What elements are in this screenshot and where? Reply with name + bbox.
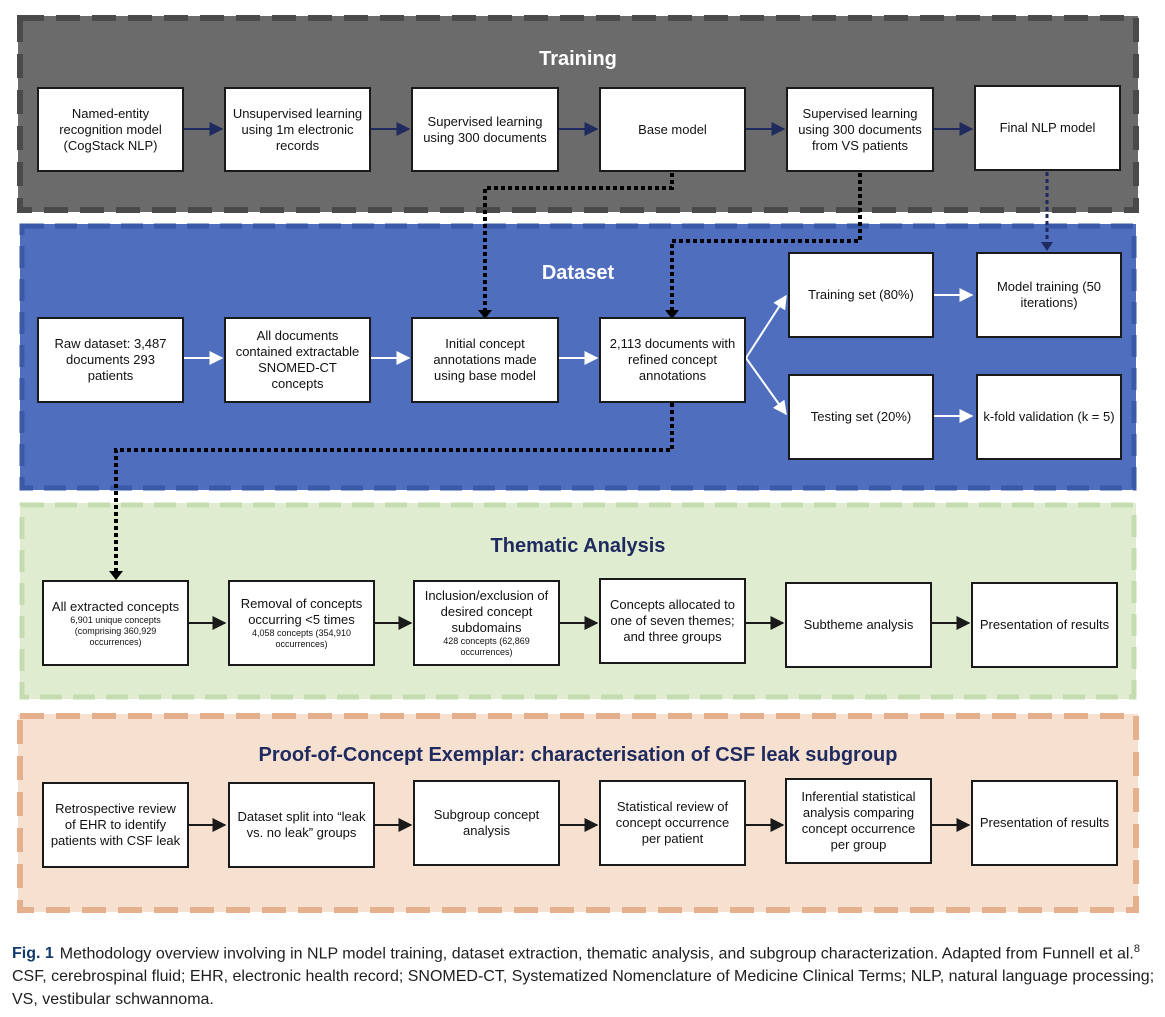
dataset-box-testing-set: Testing set (20%) (788, 374, 934, 460)
training-box-label: Final NLP model (999, 120, 1096, 135)
thematic-box-label: Removal of concepts occurring <5 times (240, 596, 363, 627)
thematic-box-label: All extracted concepts (51, 598, 180, 614)
caption-reference: 8 (1133, 943, 1140, 955)
training-box-supervised-vs: Supervised learning using 300 documents … (786, 87, 934, 172)
training-box-base-model: Base model (599, 87, 746, 172)
thematic-box-inclusion-exclusion: Inclusion/exclusion of desired concept s… (413, 580, 560, 666)
thematic-box-label: Concepts allocated to one of seven theme… (609, 597, 736, 644)
dataset-box-initial-annotations: Initial concept annotations made using b… (411, 317, 559, 403)
dataset-box-label: Initial concept annotations made using b… (433, 336, 537, 383)
figure-label: Fig. 1 (12, 945, 54, 963)
thematic-box-subtheme: Subtheme analysis (785, 582, 932, 668)
poc-box-retrospective-review: Retrospective review of EHR to identify … (42, 782, 189, 868)
dataset-title: Dataset (541, 262, 615, 284)
dataset-box-snomed: All documents contained extractable SNOM… (224, 317, 371, 403)
poc-box-presentation: Presentation of results (971, 780, 1118, 866)
training-box-label: Base model (638, 121, 707, 137)
poc-box-dataset-split: Dataset split into “leak vs. no leak” gr… (228, 782, 375, 868)
thematic-box-label: Subtheme analysis (803, 617, 914, 632)
dataset-box-training-set: Training set (80%) (788, 252, 934, 338)
dataset-box-label: k-fold validation (k = 5) (983, 409, 1115, 424)
poc-box-label: Presentation of results (979, 815, 1110, 830)
thematic-title: Thematic Analysis (490, 535, 666, 557)
training-border (17, 15, 1139, 213)
poc-box-label: Retrospective review of EHR to identify … (50, 801, 181, 848)
dataset-box-label: 2,113 documents with refined concept ann… (609, 336, 736, 383)
dataset-box-label: All documents contained extractable SNOM… (235, 328, 360, 391)
dataset-border (19, 223, 1137, 491)
thematic-box-themes: Concepts allocated to one of seven theme… (599, 578, 746, 664)
training-box-final-model: Final NLP model (974, 85, 1121, 171)
poc-box-statistical-review: Statistical review of concept occurrence… (599, 780, 746, 866)
poc-box-label: Statistical review of concept occurrence… (615, 799, 730, 846)
figure-caption: Fig. 1 Methodology overview involving in … (12, 938, 1157, 1011)
thematic-box-label: Inclusion/exclusion of desired concept s… (424, 588, 549, 635)
poc-panel: Proof-of-Concept Exemplar: characterisat… (18, 714, 1138, 912)
training-box-label: Supervised learning using 300 documents … (798, 105, 922, 153)
dataset-box-raw: Raw dataset: 3,487 documents 293 patient… (37, 317, 184, 403)
poc-box-label: Dataset split into “leak vs. no leak” gr… (237, 809, 366, 840)
thematic-box-label: Presentation of results (979, 617, 1110, 632)
caption-abbreviations: CSF, cerebrospinal fluid; EHR, electroni… (12, 968, 1155, 1009)
training-box-ner-model: Named-entity recognition model (CogStack… (37, 87, 184, 172)
thematic-box-presentation: Presentation of results (971, 582, 1118, 668)
poc-box-label: Inferential statistical analysis compari… (801, 789, 916, 852)
dataset-box-label: Model training (50 iterations) (996, 279, 1102, 310)
dataset-box-label: Training set (80%) (808, 287, 914, 302)
dataset-box-model-training: Model training (50 iterations) (976, 252, 1122, 338)
caption-text: Methodology overview involving in NLP mo… (59, 945, 1134, 963)
dataset-box-refined-annotations: 2,113 documents with refined concept ann… (599, 317, 746, 403)
dataset-box-label: Testing set (20%) (810, 409, 912, 424)
thematic-panel: Thematic Analysis (20, 503, 1136, 699)
training-title: Training (539, 48, 617, 70)
thematic-box-count: 428 concepts (62,869 occurrences) (443, 636, 530, 657)
thematic-box-count: 4,058 concepts (354,910 occurrences) (251, 628, 352, 649)
poc-title: Proof-of-Concept Exemplar: characterisat… (258, 744, 898, 766)
training-box-supervised: Supervised learning using 300 documents (411, 87, 559, 172)
poc-border (17, 713, 1139, 913)
training-box-label: Named-entity recognition model (CogStack… (59, 105, 162, 153)
thematic-box-count: 6,901 unique concepts (comprising 360,92… (70, 614, 161, 647)
training-box-label: Unsupervised learning using 1m electroni… (232, 105, 363, 153)
training-box-unsupervised: Unsupervised learning using 1m electroni… (224, 87, 371, 172)
dataset-box-kfold: k-fold validation (k = 5) (976, 374, 1122, 460)
training-box-label: Supervised learning using 300 documents (423, 113, 547, 145)
thematic-border (19, 502, 1137, 700)
poc-box-label: Subgroup concept analysis (433, 807, 540, 838)
poc-box-subgroup-analysis: Subgroup concept analysis (413, 780, 560, 866)
dataset-box-label: Raw dataset: 3,487 documents 293 patient… (54, 336, 167, 383)
poc-box-inferential-analysis: Inferential statistical analysis compari… (785, 778, 932, 864)
training-panel: Training (18, 16, 1138, 212)
